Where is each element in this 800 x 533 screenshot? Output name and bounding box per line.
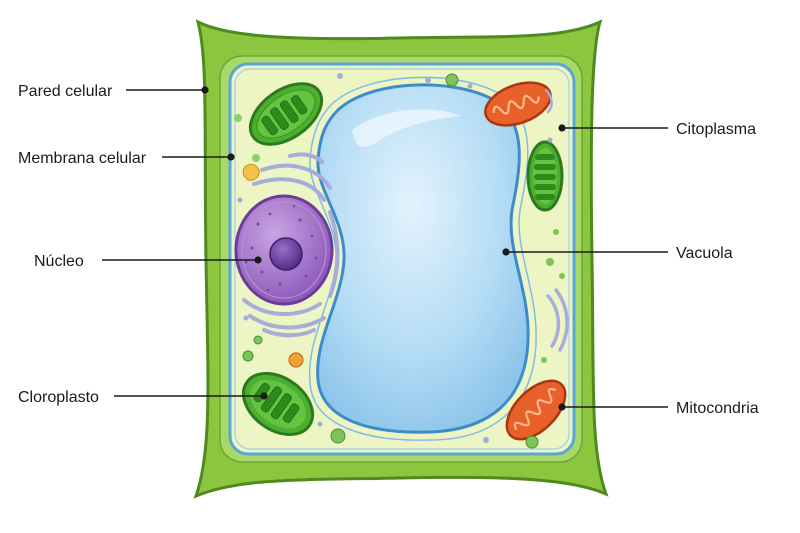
chloroplast-right bbox=[526, 140, 564, 212]
label-cytoplasm: Citoplasma bbox=[676, 121, 756, 138]
nucleus bbox=[234, 194, 334, 306]
endoplasmic-reticulum bbox=[242, 152, 340, 338]
leader-lines bbox=[102, 86, 668, 411]
label-cell-membrane: Membrana celular bbox=[18, 150, 147, 167]
er-right bbox=[546, 288, 569, 352]
vacuole-highlight bbox=[352, 109, 462, 148]
nucleolus bbox=[269, 237, 303, 271]
mitochondrion-top bbox=[484, 81, 552, 127]
chloroplast-bottom bbox=[241, 372, 315, 436]
label-nucleus: Núcleo bbox=[34, 253, 84, 270]
chloroplast-top bbox=[248, 82, 324, 146]
label-cell-wall: Pared celular bbox=[18, 83, 113, 100]
label-vacuole: Vacuola bbox=[676, 245, 733, 262]
label-mitochondria: Mitocondria bbox=[676, 400, 759, 417]
mitochondrion-bottom bbox=[505, 379, 567, 441]
label-chloroplast: Cloroplasto bbox=[18, 389, 99, 406]
vacuole bbox=[316, 83, 530, 434]
cell-membrane-inner-line bbox=[234, 68, 570, 450]
vesicles bbox=[234, 73, 565, 449]
